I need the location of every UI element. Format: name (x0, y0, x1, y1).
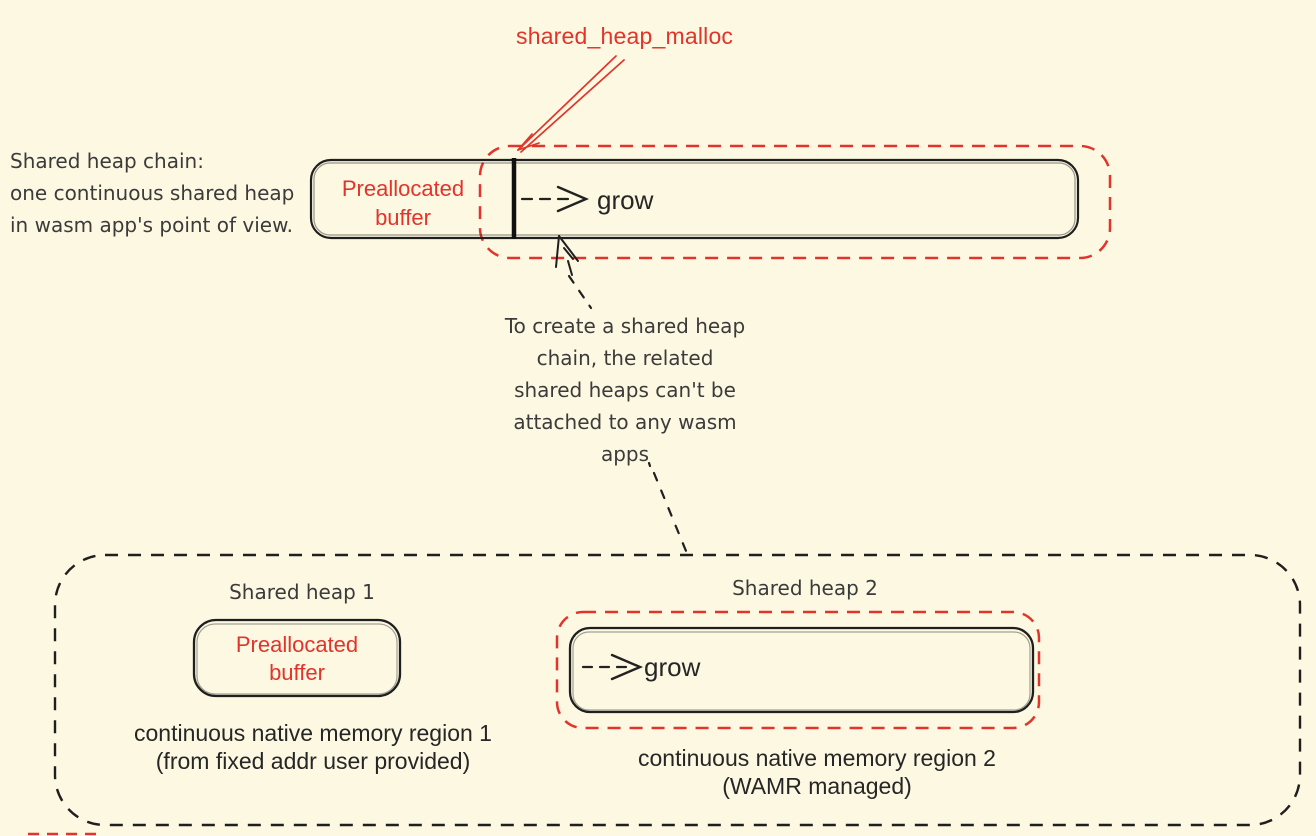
chain-constraint-note: To create a shared heap chain, the relat… (504, 314, 746, 466)
shared-heap-malloc-label: shared_heap_malloc (516, 23, 734, 49)
malloc-arrow (517, 55, 625, 153)
grow-label-top: grow (597, 185, 654, 215)
grow-arrow-icon (520, 185, 590, 213)
shared-heap-2-title: Shared heap 2 (732, 576, 878, 600)
chain-caption: Shared heap chain: one continuous shared… (10, 149, 295, 237)
cursor-arrow-icon (555, 235, 579, 276)
grow-label-bottom: grow (644, 652, 701, 682)
leader-line-bottom (647, 461, 688, 553)
leader-line-top (567, 274, 593, 310)
heap1-box (192, 618, 402, 698)
grow-arrow-icon-2 (581, 653, 644, 681)
main-heap-box (309, 158, 1080, 240)
shared-heap-1-title: Shared heap 1 (229, 580, 375, 604)
preallocated-buffer-label-bottom: Preallocated buffer (235, 632, 359, 685)
shared-heap-chain-outline (478, 144, 1112, 260)
heap2-box (568, 626, 1035, 714)
memory-region-2-caption: continuous native memory region 2 (WAMR … (638, 745, 996, 799)
memory-region-1-caption: continuous native memory region 1 (from … (134, 720, 492, 774)
preallocated-buffer-label-top: Preallocated buffer (341, 176, 465, 230)
